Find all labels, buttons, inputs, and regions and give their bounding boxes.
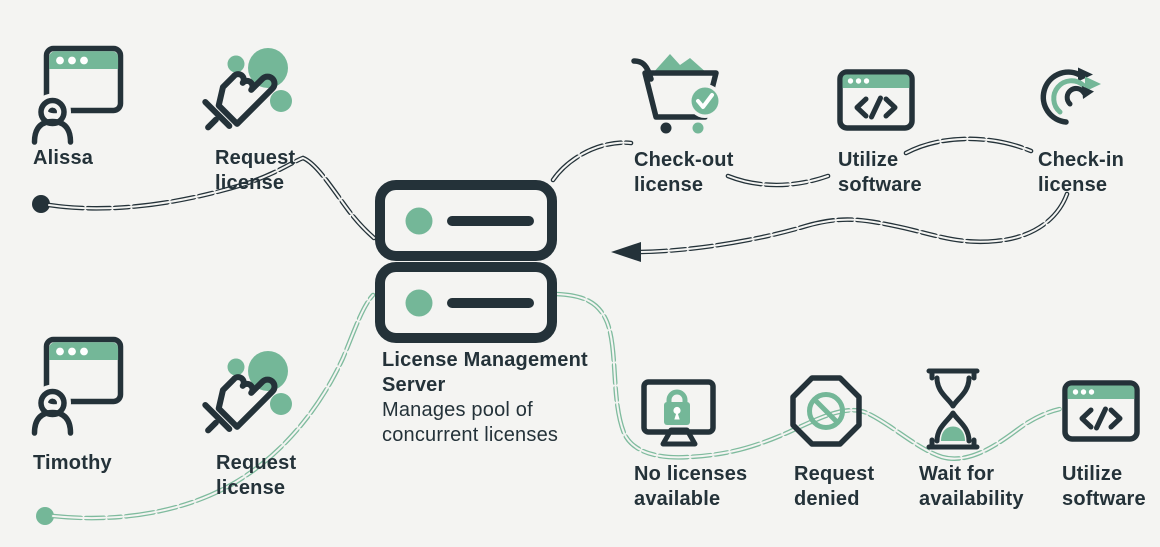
titlebar-dot bbox=[68, 56, 76, 65]
denied-octagon-icon bbox=[790, 375, 862, 447]
cart-handle bbox=[631, 58, 654, 82]
click-hand-icon-bottom bbox=[202, 351, 292, 434]
start-dot bbox=[36, 507, 54, 525]
server-subtitle: Manages pool of concurrent licenses bbox=[382, 399, 559, 446]
prohibition-slash bbox=[812, 397, 840, 425]
wire-checkin-to-server bbox=[611, 191, 1070, 262]
code-slash bbox=[869, 95, 883, 120]
code-bracket-left bbox=[1079, 407, 1094, 430]
server-led bbox=[405, 289, 433, 317]
utilize-software-label-top: Utilize software bbox=[838, 149, 922, 196]
server-icon bbox=[375, 180, 557, 343]
code-window-icon-bottom bbox=[1062, 380, 1140, 442]
titlebar-dot bbox=[1072, 389, 1079, 395]
octagon bbox=[790, 375, 862, 447]
check-badge bbox=[691, 87, 719, 115]
request-license-label-bottom: Request license bbox=[216, 452, 297, 499]
wire-utilize-to-checkin bbox=[903, 136, 1034, 156]
top-bar bbox=[926, 368, 980, 381]
titlebar bbox=[842, 74, 910, 88]
titlebar-dot bbox=[68, 347, 76, 356]
lock-shackle bbox=[666, 389, 688, 407]
glass-bottom bbox=[934, 410, 972, 444]
middle-arc bbox=[1051, 78, 1086, 115]
checkin-license-label: Check-in license bbox=[1038, 149, 1125, 196]
cart-contents bbox=[652, 54, 708, 74]
server-unit-bottom bbox=[375, 262, 557, 343]
wire-server-to-denied-chain bbox=[553, 291, 1063, 461]
alissa-browser-user-icon bbox=[27, 45, 124, 149]
middle-arrowhead bbox=[1085, 76, 1101, 92]
titlebar-dot bbox=[847, 78, 854, 84]
wait-availability-label: Wait for availability bbox=[919, 463, 1024, 510]
browser-window-icon bbox=[43, 45, 124, 114]
inner-arc bbox=[1064, 85, 1087, 107]
titlebar bbox=[1067, 385, 1135, 399]
timothy-name-label: Timothy bbox=[33, 452, 112, 474]
titlebar-dot bbox=[1088, 389, 1095, 395]
code-bracket-right bbox=[1108, 407, 1123, 430]
titlebar-dot bbox=[56, 347, 64, 356]
hourglass-icon bbox=[926, 368, 980, 450]
alissa-name-label: Alissa bbox=[33, 147, 94, 169]
code-window-icon-top bbox=[837, 69, 915, 131]
checkmark-icon bbox=[696, 93, 714, 109]
request-license-label-top: Request license bbox=[215, 147, 296, 194]
prohibition-circle bbox=[807, 392, 845, 430]
inner-arrowhead bbox=[1082, 86, 1094, 99]
utilize-software-label-bottom: Utilize software bbox=[1062, 463, 1146, 510]
titlebar-dot bbox=[80, 56, 88, 65]
keyhole-stem bbox=[674, 411, 680, 420]
person-shoulders bbox=[31, 118, 74, 145]
server-led bbox=[405, 207, 433, 235]
titlebar-dot bbox=[56, 56, 64, 65]
sand bbox=[941, 426, 965, 441]
monitor-lock-icon bbox=[641, 379, 716, 447]
titlebar-dot bbox=[863, 78, 870, 84]
person-shoulders bbox=[31, 409, 74, 436]
titlebar-dot bbox=[855, 78, 862, 84]
request-denied-label: Request denied bbox=[794, 463, 875, 510]
code-slash bbox=[1094, 406, 1108, 431]
checkin-arrows-icon bbox=[1040, 67, 1101, 125]
checkout-license-label: Check-out license bbox=[634, 149, 734, 196]
bottom-bar bbox=[926, 437, 980, 450]
cart-wheel bbox=[660, 122, 672, 134]
start-dot bbox=[32, 195, 50, 213]
cart-check-icon bbox=[631, 54, 722, 134]
server-unit-top bbox=[375, 180, 557, 261]
code-bracket-right bbox=[883, 96, 898, 119]
keyhole bbox=[673, 406, 681, 415]
arrowhead bbox=[611, 242, 641, 262]
click-hand-icon-top bbox=[202, 48, 292, 131]
browser-window-icon bbox=[43, 336, 124, 405]
server-title: License Management Server bbox=[382, 349, 588, 396]
wire-alissa-to-server bbox=[32, 155, 377, 241]
wire-checkout-to-utilize bbox=[725, 173, 831, 188]
monitor-screen bbox=[641, 379, 716, 435]
wire-server-to-checkout bbox=[550, 140, 634, 183]
glass-top bbox=[934, 375, 972, 409]
timothy-browser-user-icon bbox=[27, 336, 124, 440]
code-window bbox=[837, 69, 915, 131]
wire-timothy-to-server bbox=[36, 292, 376, 525]
outer-arc bbox=[1040, 69, 1082, 125]
code-bracket-left bbox=[854, 96, 869, 119]
cart-wheel bbox=[692, 122, 704, 134]
titlebar-dot bbox=[1080, 389, 1087, 395]
outer-arrowhead bbox=[1078, 67, 1093, 82]
code-window bbox=[1062, 380, 1140, 442]
titlebar-dot bbox=[80, 347, 88, 356]
no-licenses-label: No licenses available bbox=[634, 463, 748, 510]
